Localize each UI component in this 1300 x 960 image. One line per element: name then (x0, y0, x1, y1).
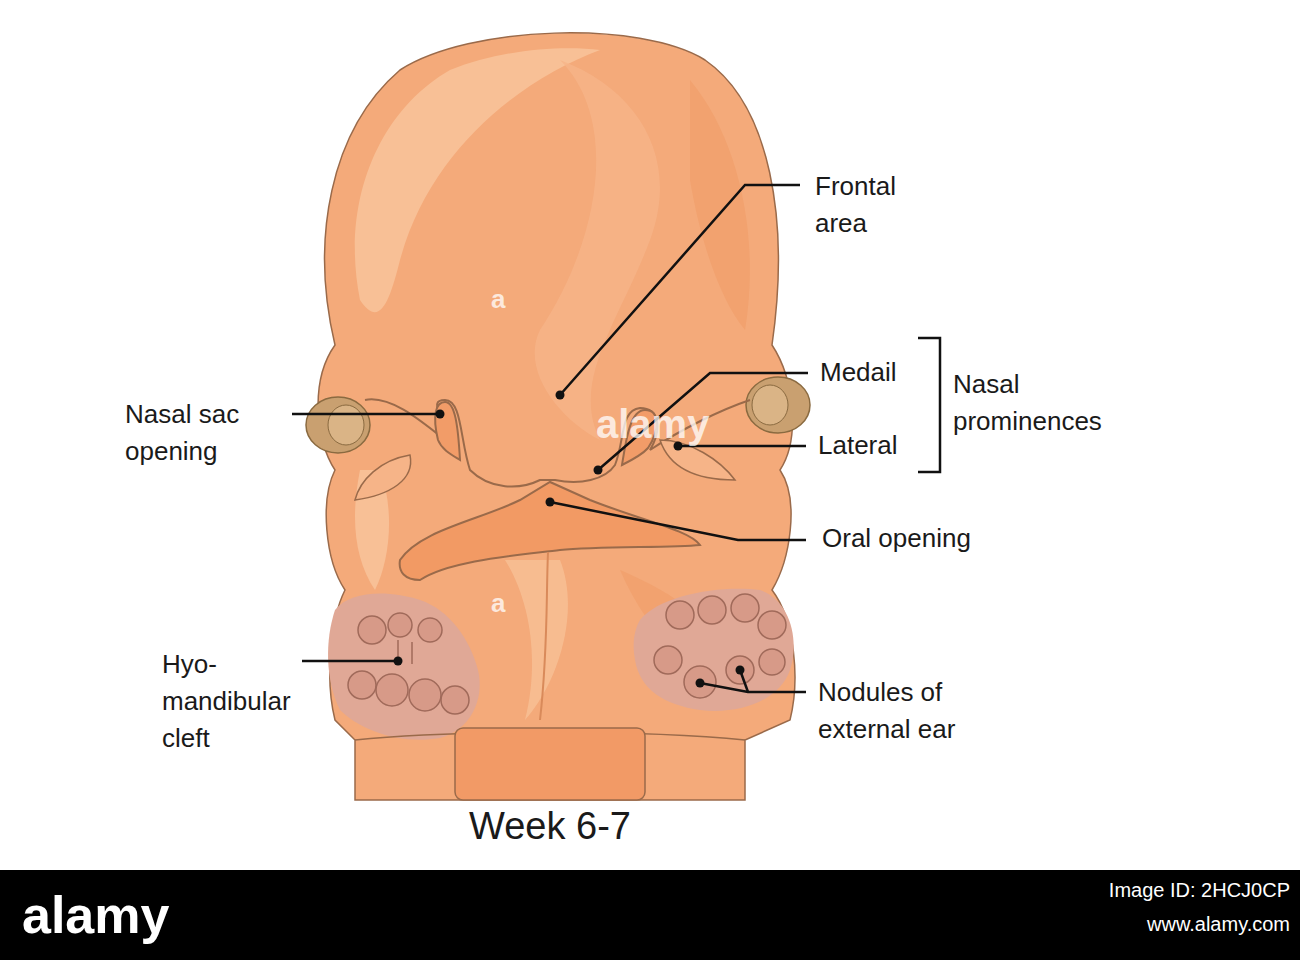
eye (746, 377, 810, 433)
watermark: alamy (596, 400, 736, 448)
shade (690, 80, 750, 330)
leader-dots (394, 391, 745, 688)
highlight (505, 560, 568, 720)
eye (328, 405, 364, 445)
footer-url: www.alamy.com (1090, 912, 1290, 936)
watermark: a (491, 284, 521, 315)
highlight (535, 60, 660, 440)
footer-logo: alamy (22, 884, 222, 946)
nasal-pit (435, 402, 460, 460)
highlight (355, 48, 600, 312)
ear-nodules (328, 593, 480, 739)
footer-bar (0, 870, 1300, 960)
nasal-ridge (365, 399, 750, 486)
caption: Week 6-7 (400, 802, 700, 850)
neck-front (455, 728, 645, 800)
footer-id: Image ID: 2HCJ0CP (1090, 878, 1290, 902)
part-label: Nasal sac opening (125, 396, 277, 470)
eye (306, 397, 370, 453)
part-label: Medail (820, 354, 940, 391)
lateral-prominence (355, 455, 411, 500)
group-label: Nasal prominences (953, 366, 1143, 440)
eye (752, 385, 788, 425)
bracket (918, 338, 940, 472)
watermark: a (491, 588, 521, 619)
part-label: Oral opening (822, 520, 1042, 557)
part-label: Lateral (818, 427, 938, 464)
part-label: Hyo- mandibular cleft (162, 646, 314, 757)
leader-lines (292, 185, 808, 692)
oral-opening (400, 482, 700, 580)
part-label: Frontal area (815, 168, 945, 242)
part-label: Nodules of external ear (818, 674, 1023, 748)
head-outline (318, 33, 795, 800)
mandible-line (540, 552, 548, 720)
